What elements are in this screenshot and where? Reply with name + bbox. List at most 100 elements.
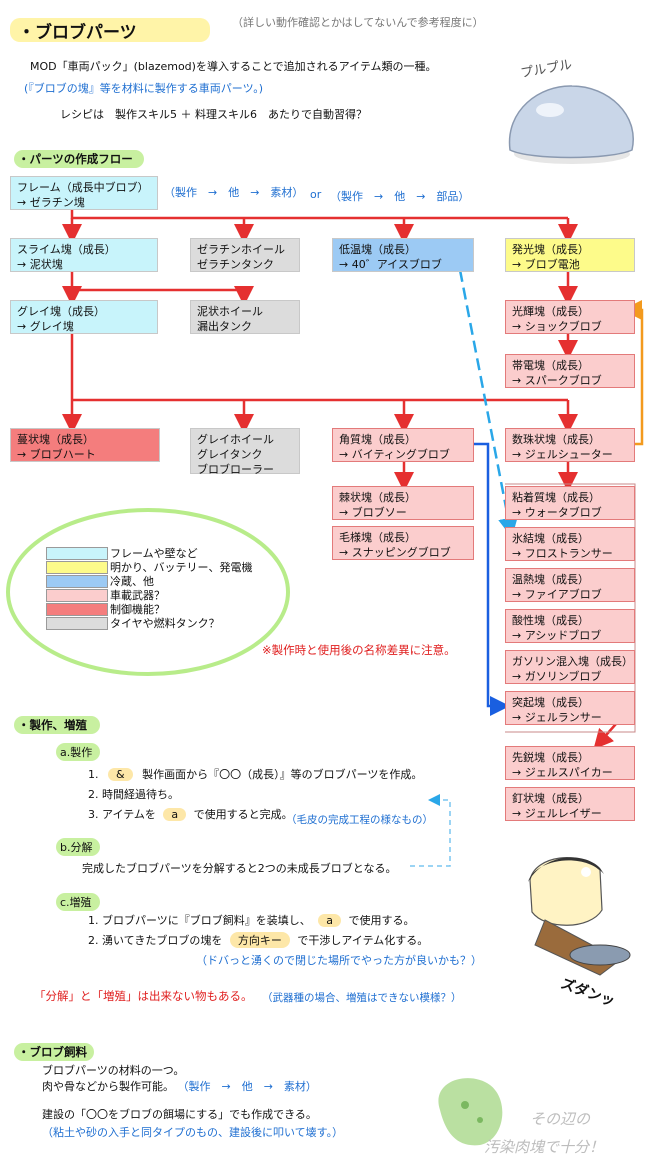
legend-item: フレームや壁など	[46, 546, 252, 560]
legend-item: 明かり、バッテリー、発電機	[46, 560, 252, 574]
box-line: → フロストランサー	[512, 547, 613, 560]
box-line: ゼラチンタンク	[197, 258, 274, 271]
box-line: → バイティングブロブ	[339, 448, 450, 461]
craft-heading-highlight	[14, 716, 100, 734]
box-line: 温熱塊（成長）	[512, 573, 589, 586]
box-cold: 低温塊（成長） → 40゛アイスブロブ	[332, 238, 474, 272]
box-line: → 40゛アイスブロブ	[339, 258, 442, 271]
box-line: 光輝塊（成長）	[512, 305, 589, 318]
box-line: → ファイアブロブ	[512, 588, 602, 601]
sub-b-label: b.分解	[60, 841, 93, 854]
sub-b-highlight	[56, 838, 100, 856]
a-key: a	[163, 808, 187, 821]
box-gelatin-items: ゼラチンホイール ゼラチンタンク	[190, 238, 300, 272]
craft-a2: 2. 時間経過待ち。	[88, 788, 179, 801]
box-light: 発光塊（成長） → ブロブ電池	[505, 238, 635, 272]
box-line: 蔓状塊（成長）	[17, 433, 94, 446]
box-line: ゼラチンホイール	[197, 243, 285, 256]
box-line: → グレイ塊	[17, 320, 74, 333]
box-bump: 突起塊（成長） → ジェルランサー	[505, 691, 635, 725]
meat-note2: 汚染肉塊で十分！	[484, 1138, 605, 1156]
legend-label: フレームや壁など	[110, 547, 198, 560]
legend-label: 制御機能？	[110, 603, 165, 616]
box-line: 数珠状塊（成長）	[512, 433, 600, 446]
box-vine: 蔓状塊（成長） → ブロブハート	[10, 428, 160, 462]
intro-line2: (『ブロブの塊』等を材料に製作する車両パーツ。)	[24, 82, 264, 95]
craft-a3-note: （毛皮の完成工程の様なもの）	[286, 814, 433, 826]
page-title: ・ブロブパーツ	[18, 23, 137, 43]
box-line: ガソリン混入塊（成長）	[512, 655, 633, 668]
box-charged: 帯電塊（成長） → スパークブロブ	[505, 354, 635, 388]
flow-heading: ・パーツの作成フロー	[18, 152, 133, 166]
legend-label: 明かり、バッテリー、発電機	[110, 561, 253, 574]
box-line: → ジェルシューター	[512, 448, 613, 461]
box-line: → ウォータブロブ	[512, 506, 602, 519]
craft-warning: 「分解」と「増殖」は出来ない物もある。	[34, 989, 253, 1003]
start-line1: フレーム（成長中ブロブ）	[17, 181, 149, 194]
craft-c2: 2. 湧いてきたブロブの塊を 方向キー で干渉しアイテム化する。	[88, 932, 428, 948]
box-line: → ブロブハート	[17, 448, 96, 461]
flow-heading-highlight	[14, 150, 144, 168]
a1-num: 1.	[88, 768, 99, 781]
box-line: 低温塊（成長）	[339, 243, 416, 256]
legend-swatch	[46, 588, 108, 602]
feed-line2-text: 肉や骨などから製作可能。	[42, 1080, 174, 1093]
sub-a-highlight	[56, 743, 100, 761]
box-line: 棘状塊（成長）	[339, 491, 416, 504]
box-acid: 酸性塊（成長） → アシッドブロブ	[505, 609, 635, 643]
box-line: 酸性塊（成長）	[512, 614, 589, 627]
box-line: 漏出タンク	[197, 320, 252, 333]
legend-label: 車載武器？	[110, 589, 165, 602]
box-beads: 数珠状塊（成長） → ジェルシューター	[505, 428, 635, 462]
intro-line1: MOD「車両パック」(blazemod)を導入することで追加されるアイテム類の一…	[30, 60, 437, 73]
hit-sfx: ズダンッ	[558, 975, 617, 1011]
box-horn: 角質塊（成長） → バイティングブロブ	[332, 428, 474, 462]
box-gray-items: グレイホイール グレイタンク ブロブローラー	[190, 428, 300, 476]
a3-post: で使用すると完成。	[193, 808, 293, 821]
legend-swatch	[46, 602, 108, 616]
ampersand-key: &	[108, 768, 133, 781]
sub-c-label: c.増殖	[60, 896, 92, 909]
box-gray-blob: グレイ塊（成長） → グレイ塊	[10, 300, 158, 334]
box-slime: スライム塊（成長） → 泥状塊	[10, 238, 158, 272]
box-line: 毛様塊（成長）	[339, 531, 416, 544]
box-line: → アシッドブロブ	[512, 629, 602, 642]
box-sticky: 粘着質塊（成長） → ウォータブロブ	[505, 486, 635, 520]
box-gasoline: ガソリン混入塊（成長） → ガソリンブロブ	[505, 650, 635, 684]
meat-note1: その辺の	[530, 1110, 591, 1128]
start-line2: → ゼラチン塊	[17, 196, 85, 209]
box-line: → ジェルレイザー	[512, 807, 602, 820]
feed-recipe-note: （製作 → 他 → 素材）	[177, 1080, 317, 1093]
legend-label: 冷蔵、他	[110, 575, 154, 588]
craft-heading: ・製作、増殖	[18, 718, 87, 732]
box-line: グレイタンク	[197, 448, 263, 461]
feed-heading-highlight	[14, 1043, 94, 1061]
craft-c1: 1. ブロブパーツに『ブロブ飼料』を装填し、 a で使用する。	[88, 912, 415, 928]
title-note: （詳しい動作確認とかはしてないんで参考程度に）	[232, 16, 484, 29]
box-line: → ブロブ電池	[512, 258, 580, 271]
box-line: スライム塊（成長）	[17, 243, 116, 256]
recipe-material: （製作 → 他 → 素材）	[164, 186, 304, 199]
box-mud-items: 泥状ホイール 漏出タンク	[190, 300, 300, 334]
box-line: → スナッピングブロブ	[339, 546, 451, 559]
box-line: 粘着質塊（成長）	[512, 491, 600, 504]
feed-line3: 建設の「〇〇をブロブの餌場にする」でも作成できる。	[42, 1108, 317, 1121]
box-shine: 光輝塊（成長） → ショックブロブ	[505, 300, 635, 334]
box-sharp: 先鋭塊（成長） → ジェルスパイカー	[505, 746, 635, 780]
legend-swatch	[46, 546, 108, 560]
legend: フレームや壁など 明かり、バッテリー、発電機 冷蔵、他 車載武器？ 制御機能？ …	[46, 546, 252, 630]
legend-swatch	[46, 560, 108, 574]
box-frozen: 氷結塊（成長） → フロストランサー	[505, 527, 635, 561]
box-hair: 毛様塊（成長） → スナッピングブロブ	[332, 526, 474, 560]
a3-pre: 3. アイテムを	[88, 808, 156, 821]
craft-a1: 1. & 製作画面から『〇〇（成長）』等のブロブパーツを作成。	[88, 766, 422, 782]
box-line: 釘状塊（成長）	[512, 792, 589, 805]
a-key: a	[318, 914, 342, 927]
craft-a3: 3. アイテムを a で使用すると完成。	[88, 806, 293, 822]
recipe-parts: （製作 → 他 → 部品）	[330, 190, 470, 203]
box-line: 泥状ホイール	[197, 305, 263, 318]
craft-warning-note: （武器種の場合、増殖はできない模様？）	[262, 992, 462, 1004]
title-highlight	[10, 18, 210, 42]
recipe-or: or	[310, 188, 322, 201]
name-warning: ※製作時と使用後の名称差異に注意。	[262, 643, 456, 657]
